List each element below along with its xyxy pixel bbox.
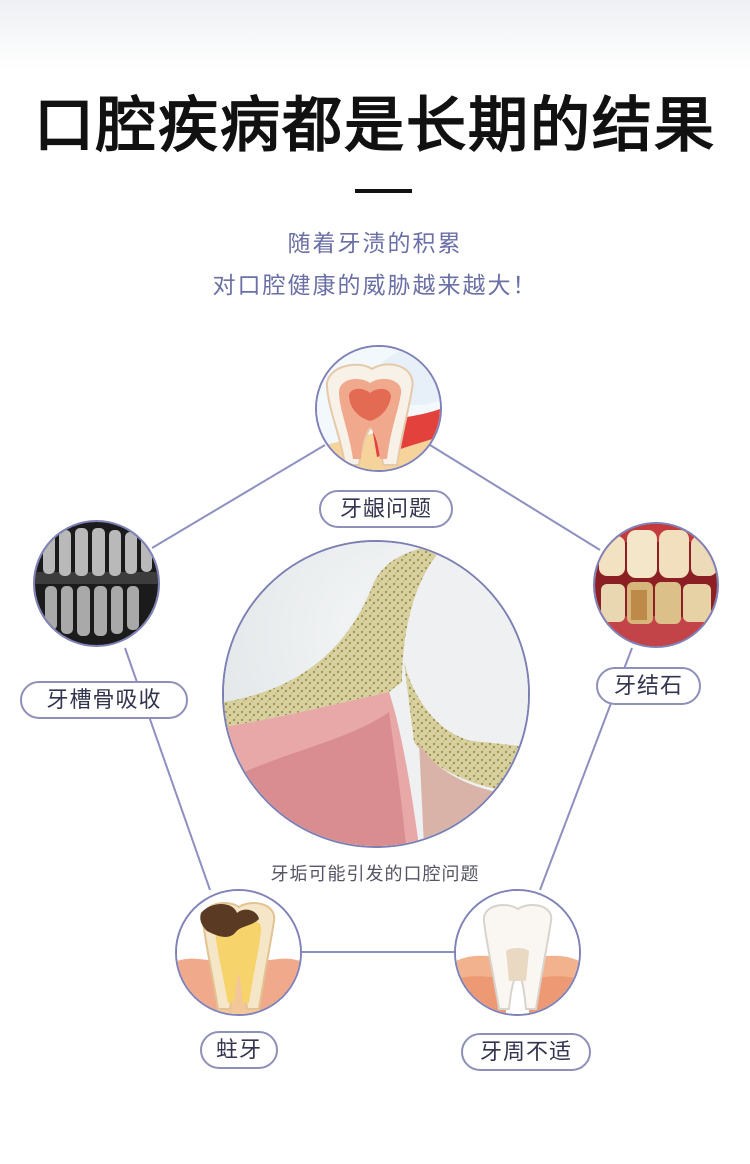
- node-label-bone-resorption: 牙槽骨吸收: [20, 681, 188, 719]
- tartar-image: [593, 522, 719, 648]
- center-caption: 牙垢可能引发的口腔问题: [270, 864, 480, 885]
- gum-problem-image: [315, 345, 442, 472]
- plaque-closeup-image: [222, 540, 530, 848]
- subtitle-line-2: 对口腔健康的威胁越来越大！: [212, 273, 538, 299]
- page-title: 口腔疾病都是长期的结果: [34, 91, 716, 161]
- tooth-decay-image: [175, 889, 302, 1016]
- periodontal-image: [454, 889, 581, 1016]
- node-label-gum-problem: 牙龈问题: [319, 490, 453, 528]
- node-label-tartar: 牙结石: [596, 667, 701, 705]
- node-label-periodontal: 牙周不适: [461, 1033, 591, 1071]
- subtitle-line-1: 随着牙渍的积累: [287, 231, 463, 257]
- bone-resorption-image: [33, 520, 160, 647]
- title-underline: [355, 189, 412, 193]
- node-label-tooth-decay: 蛀牙: [200, 1031, 278, 1069]
- top-gradient-band: [0, 0, 750, 70]
